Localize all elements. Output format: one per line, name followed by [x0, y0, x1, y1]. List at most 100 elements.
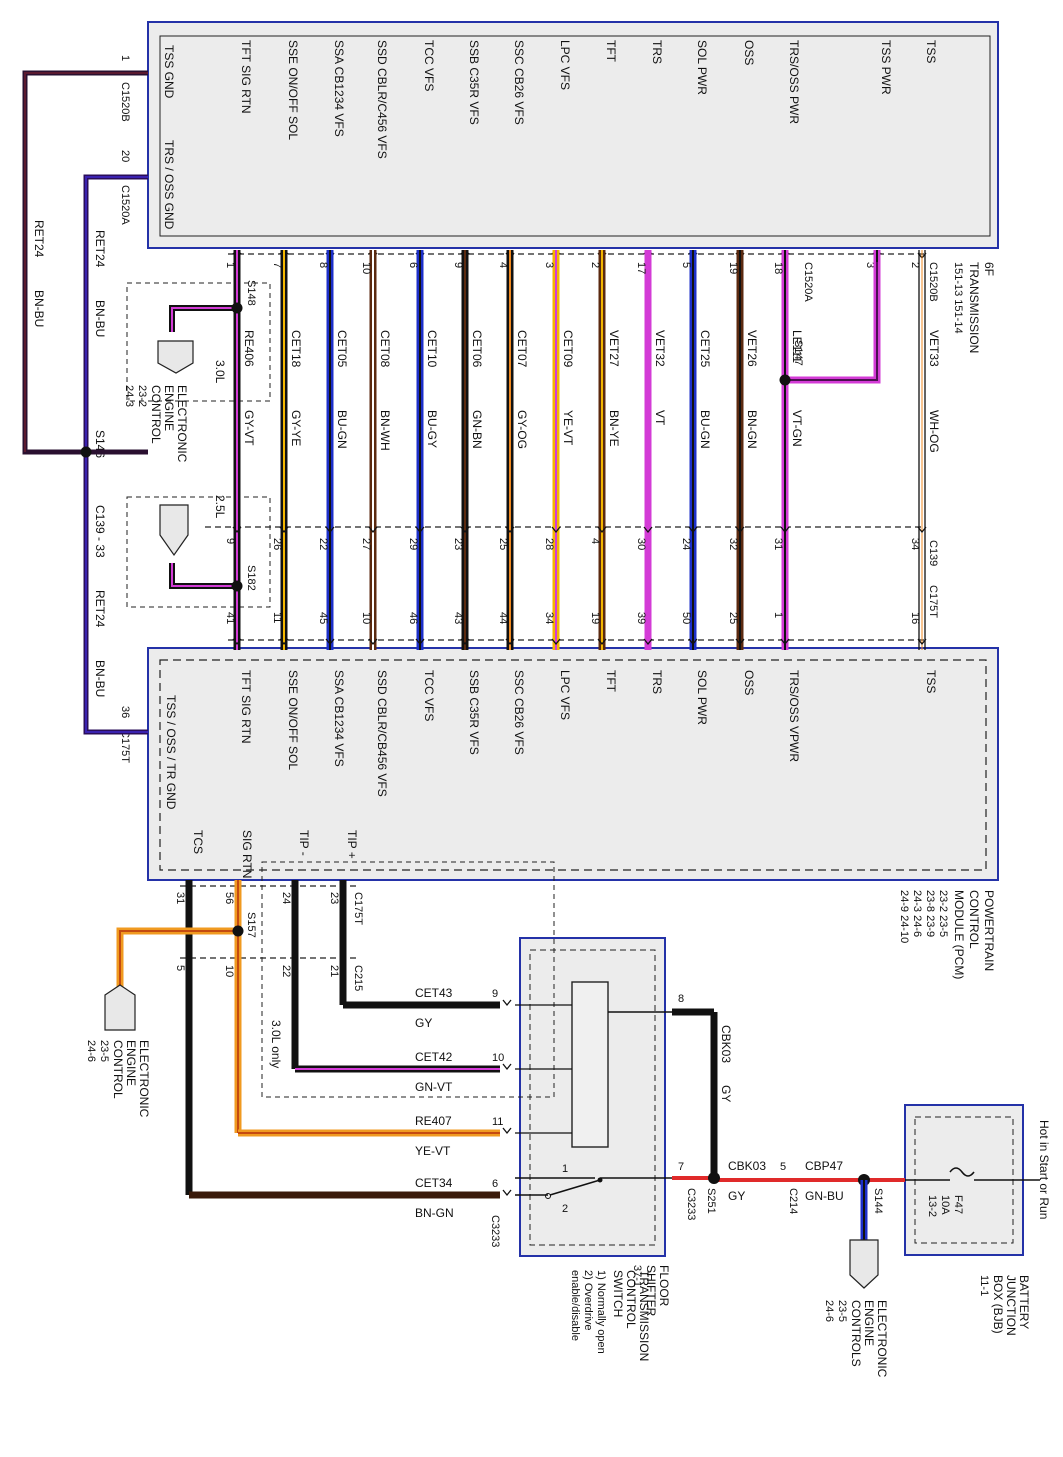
trans-pin-number-7: 3 [543, 262, 555, 268]
arrow-c-8 [597, 638, 607, 646]
arrow-c-9 [643, 638, 653, 646]
arrow-b-3 [368, 526, 378, 534]
pcm-pin-label-11: OSS [742, 670, 756, 695]
arrow-b-4 [415, 526, 425, 534]
s251-splice [708, 1172, 720, 1184]
tcs-title-1: TRANSMISSION [637, 1270, 651, 1361]
trans-pin-number-6: 4 [497, 262, 509, 268]
ec-bottom-ref-1: 24-6 [823, 1300, 835, 1322]
note-25l: 2.5L [213, 495, 227, 519]
tcs-note-1: 2) Overdrive [582, 1270, 594, 1331]
trans-pin-number-5: 9 [452, 262, 464, 268]
c215-pin-0: 5 [174, 965, 186, 971]
switch-pin-1: 10 [492, 1052, 504, 1064]
pcm-lower-pin-1: 56 [223, 892, 235, 904]
pcm-lower-label-2: TIP - [297, 830, 311, 856]
trans-pin-label-7: LPC VFS [558, 40, 572, 90]
ec-left-ref-1: 24-6 [85, 1040, 97, 1062]
circuit-color-9: VT [653, 410, 667, 426]
circuit-id-9: VET32 [653, 330, 667, 367]
ec-left-connector-icon [104, 984, 136, 1031]
arrow-b-7 [551, 526, 561, 534]
trans-pin-label-5: SSB C35R VFS [467, 40, 481, 125]
arrow-b-14 [917, 526, 927, 534]
pcm-ref-2: 24-3 24-6 [911, 890, 923, 937]
trans-pin-label-14: TSS [924, 40, 938, 63]
trans-pin-number-0: 1 [224, 262, 236, 268]
circuit-id-2: CET05 [335, 330, 349, 368]
splice-s157: S157 [245, 912, 257, 938]
c175t-pin-7: 34 [543, 612, 555, 624]
c175t-pin-4: 46 [407, 612, 419, 624]
arrow-c-14 [917, 638, 927, 646]
cbk03-vert: CBK03 [719, 1025, 733, 1063]
c215-pin-1: 10 [223, 965, 235, 977]
trans-pin-number-4: 6 [407, 262, 419, 268]
pin-1: 1 [119, 55, 131, 61]
arrow-c-2 [325, 638, 335, 646]
tcs-pin-7: 7 [678, 1161, 684, 1173]
c214-pin: 5 [780, 1161, 786, 1173]
arrow-b-2 [325, 526, 335, 534]
pcm-pin-label-5: SSB C35R VFS [467, 670, 481, 755]
pcm-pin-label-12: TRS/OSS VPWR [787, 670, 801, 762]
circuit-color-2: BU-GN [335, 410, 349, 449]
pcm-box [147, 647, 999, 881]
arrow-c-7 [551, 638, 561, 646]
pcm-pin-label-10: SOL PWR [695, 670, 709, 725]
c139-pin-3: 27 [360, 538, 372, 550]
c139-pin-10: 24 [680, 538, 692, 550]
trans-pin-label-0: TFT SIG RTN [239, 40, 253, 114]
arrow-b-1 [279, 526, 289, 534]
tcs-title-2: CONTROL [624, 1270, 638, 1329]
gy-vert: GY [719, 1085, 733, 1102]
circuit-id-12: LE111 [790, 330, 804, 363]
c215-pin-2: 22 [280, 965, 292, 977]
switch-circuit-1: CET42 [415, 1050, 453, 1064]
tcs-wiring [515, 1004, 1040, 1289]
ec-top-label-2: ENGINE [162, 385, 176, 431]
trans-pin-label-1: SSE ON/OFF SOL [286, 40, 300, 140]
tcs-note-0: 1) Normally open [595, 1270, 607, 1354]
circuit-color-8: BN-YE [607, 410, 621, 447]
c139-pin-8: 4 [589, 538, 601, 544]
floor-shifter-2: SHIFTER [644, 1265, 658, 1317]
switch-arrow-3 [502, 1189, 512, 1197]
c175t-pin-11: 25 [727, 612, 739, 624]
pcm-lower-label-3: TIP + [345, 830, 359, 859]
c139-pin-6: 25 [497, 538, 509, 550]
trans-pin-number-12: 18 [772, 262, 784, 274]
trans-pin-number-13: 3 [864, 262, 876, 268]
circuit-id-6: CET07 [515, 330, 529, 368]
circuit-id-14: VET33 [927, 330, 941, 367]
pcm-pin-label-3: SSD CBLR/CB456 VFS [375, 670, 389, 797]
pcm-lower-pin-2: 24 [280, 892, 292, 904]
switch-pos-1: 1 [562, 1163, 568, 1175]
trans-pin-number-14: 2 [909, 262, 921, 268]
trans-pin-label-12: TRS/OSS PWR [787, 40, 801, 124]
switch-circuit-0: CET43 [415, 986, 453, 1000]
pcm-ref-0: 23-2 23-5 [937, 890, 949, 937]
c139-pin-11: 32 [727, 538, 739, 550]
conn-c3233-left: C3233 [489, 1215, 501, 1247]
pcm-pin-label-6: SSC CB26 VFS [512, 670, 526, 755]
bjb-hot: Hot in Start or Run [1037, 1120, 1051, 1219]
s157-splice [232, 925, 244, 937]
circuit-color-0: GY-VT [242, 410, 256, 446]
floor-shifter-ref: 37-1 [631, 1265, 643, 1287]
conn-c139: C139 [927, 540, 939, 566]
pcm-gnd-label: TSS / OSS / TR GND [164, 695, 178, 810]
circuit-id-8: VET27 [607, 330, 621, 367]
pcm-ref-1: 23-8 23-9 [924, 890, 936, 937]
arrow-b-0 [232, 526, 242, 534]
trans-pin-label-10: SOL PWR [695, 40, 709, 95]
c175t-pin-12: 1 [772, 612, 784, 618]
arrow-c-4 [415, 638, 425, 646]
c175t-pin-3: 10 [360, 612, 372, 624]
circuit-id-10: CET25 [698, 330, 712, 368]
bjb-label-2: JUNCTION [1004, 1275, 1018, 1336]
ec-bottom-label-2: ENGINE [862, 1300, 876, 1346]
option-box-30l-only [261, 861, 555, 1098]
conn-c1520a-left: C1520A [119, 185, 131, 225]
switch-pin-0: 9 [492, 988, 498, 1000]
